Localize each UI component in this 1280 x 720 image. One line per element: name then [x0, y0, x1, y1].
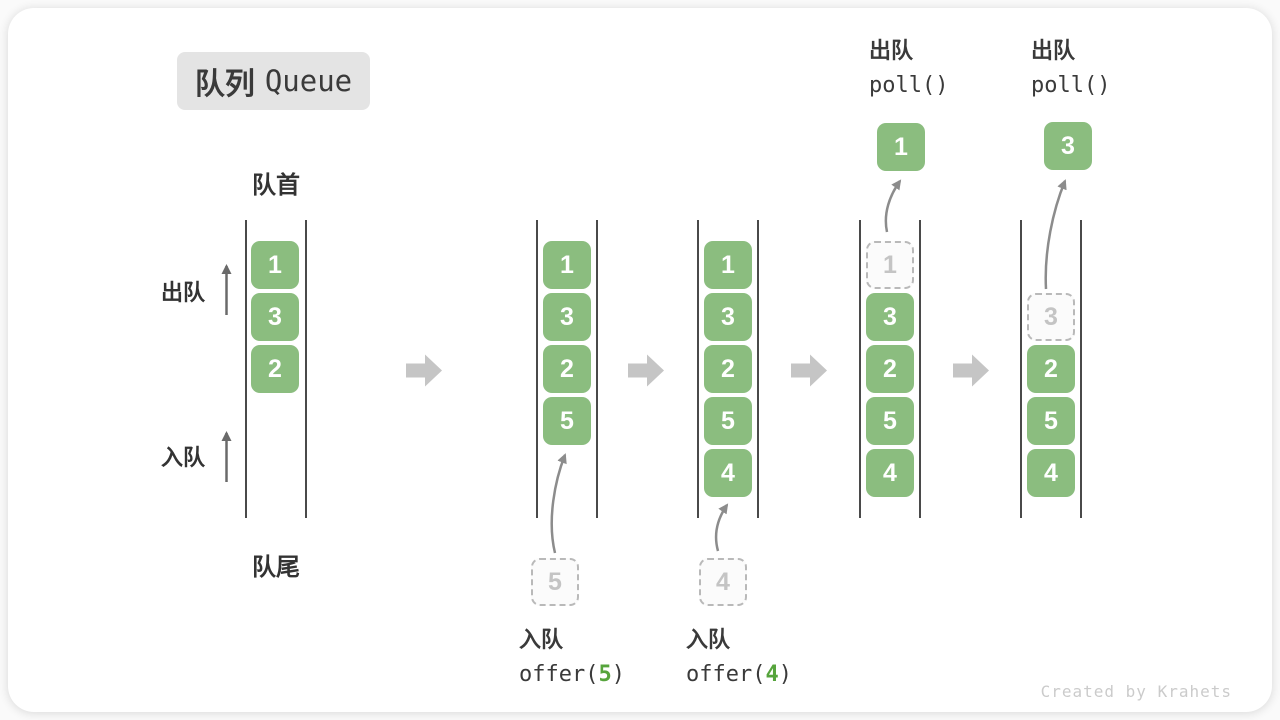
diagram-card: 队列 Queue 队首 队尾 出队 入队 1 3 2 1 3 2 5 5 1 3… [8, 8, 1272, 712]
queue-rear-label: 队尾 [252, 554, 300, 581]
queue-rail [919, 220, 921, 518]
code-suffix: ) [778, 662, 792, 687]
popped-cell: 3 [1044, 122, 1092, 170]
queue-cell: 3 [704, 293, 752, 341]
op-code: offer(4) [686, 657, 792, 693]
code-prefix: offer( [519, 662, 599, 687]
queue-rail [697, 220, 699, 518]
queue-front-label: 队首 [252, 172, 300, 199]
op-label: 入队 [519, 627, 564, 652]
code-suffix: ) [611, 662, 625, 687]
watermark: Created by Krahets [1040, 682, 1232, 701]
queue-cell: 1 [251, 241, 299, 289]
queue-cell: 4 [704, 449, 752, 497]
queue-cell: 1 [543, 241, 591, 289]
queue-cell: 2 [866, 345, 914, 393]
incoming-cell: 4 [699, 558, 747, 606]
queue-cell: 3 [866, 293, 914, 341]
dequeue-side-label: 出队 [160, 280, 205, 305]
enqueue-curved-arrow-icon [550, 453, 567, 554]
transition-arrow-icon [953, 354, 989, 387]
transition-arrow-icon [791, 354, 827, 387]
op-label: 入队 [686, 627, 731, 652]
op-enqueue-5: 入队 offer(5) [519, 623, 625, 693]
queue-cell: 5 [866, 397, 914, 445]
queue-rail [245, 220, 247, 518]
queue-cell: 2 [704, 345, 752, 393]
dequeue-curved-arrow-icon [1044, 179, 1067, 290]
title-zh: 队列 [194, 68, 255, 101]
queue-rail [757, 220, 759, 518]
incoming-cell: 5 [531, 558, 579, 606]
queue-rail [305, 220, 307, 518]
op-code: poll() [1031, 73, 1111, 98]
queue-cell: 2 [251, 345, 299, 393]
code-arg: 5 [598, 662, 612, 687]
transition-arrow-icon [628, 354, 664, 387]
queue-rail [859, 220, 861, 518]
op-label: 出队 [1031, 38, 1076, 63]
queue-rail [596, 220, 598, 518]
popped-cell: 1 [877, 123, 925, 171]
dequeue-curved-arrow-icon [884, 179, 902, 233]
transition-arrow-icon [406, 354, 442, 387]
enqueue-curved-arrow-icon [714, 503, 729, 552]
code-prefix: offer( [686, 662, 766, 687]
queue-cell: 4 [1027, 449, 1075, 497]
dequeued-ghost-cell: 1 [866, 241, 914, 289]
title-en: Queue [264, 64, 353, 98]
queue-cell: 3 [251, 293, 299, 341]
queue-cell: 2 [543, 345, 591, 393]
queue-cell: 3 [543, 293, 591, 341]
op-label: 出队 [869, 38, 914, 63]
op-code: poll() [869, 73, 949, 98]
dequeued-ghost-cell: 3 [1027, 293, 1075, 341]
queue-cell: 1 [704, 241, 752, 289]
queue-cell: 2 [1027, 345, 1075, 393]
queue-rail [536, 220, 538, 518]
op-dequeue-2: 出队 poll() [1031, 34, 1110, 104]
code-arg: 4 [765, 662, 779, 687]
queue-cell: 5 [543, 397, 591, 445]
queue-rail [1080, 220, 1082, 518]
op-dequeue-1: 出队 poll() [869, 34, 948, 104]
op-enqueue-4: 入队 offer(4) [686, 623, 792, 693]
title-box: 队列 Queue [177, 52, 370, 110]
op-code: offer(5) [519, 657, 625, 693]
queue-rail [1020, 220, 1022, 518]
queue-cell: 4 [866, 449, 914, 497]
queue-cell: 5 [704, 397, 752, 445]
queue-cell: 5 [1027, 397, 1075, 445]
enqueue-side-label: 入队 [160, 445, 205, 470]
